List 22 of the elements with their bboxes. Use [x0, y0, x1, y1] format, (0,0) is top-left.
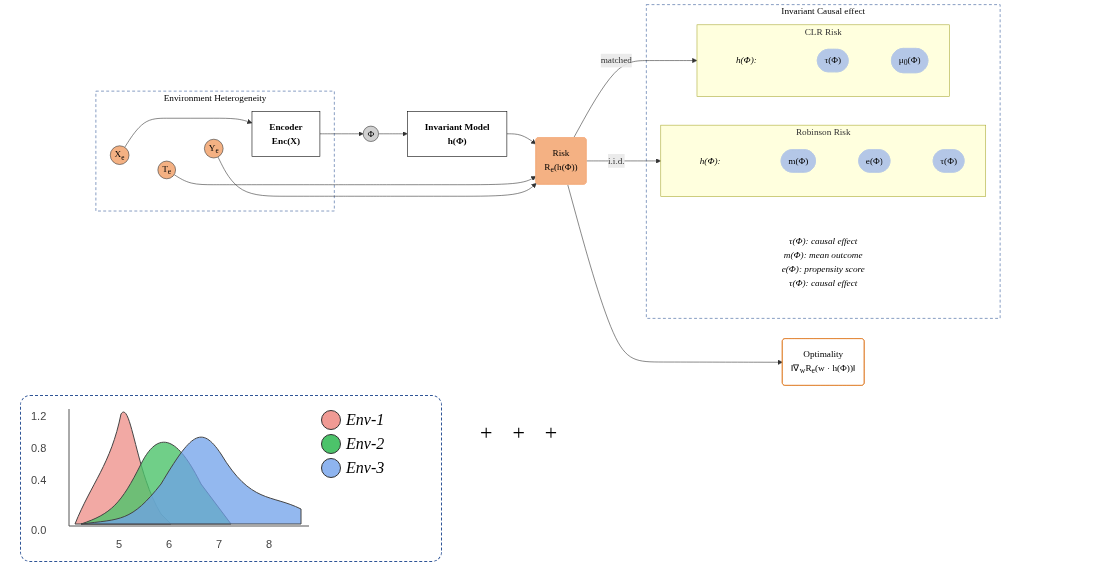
axis-tick-label: 7	[216, 538, 223, 550]
axis-tick-label: 0.4	[31, 474, 47, 486]
axis-tick-label: 1.2	[31, 410, 47, 422]
axis-tick-label: 6	[166, 538, 173, 550]
axis-tick-label: 0.8	[31, 442, 47, 454]
node-circle: X$_{e}$	[110, 145, 130, 165]
plus-sign: +	[480, 420, 493, 446]
edge-label: matched	[600, 55, 632, 66]
axis-tick-label: 5	[116, 538, 123, 550]
edge-label: i.i.d.	[607, 155, 625, 166]
node-box: Encoder Enc(X)	[251, 111, 321, 157]
plus-sign: +	[512, 420, 525, 446]
legend-label: Env-2	[346, 435, 385, 453]
node-box: Invariant Model h(Φ)	[407, 111, 508, 157]
node-circle: T$_{e}$	[157, 160, 176, 180]
node-circle: Φ	[362, 125, 379, 142]
node-circle: Y$_{e}$	[204, 138, 224, 159]
axis-tick-label: 0.0	[31, 524, 47, 536]
legend-label: Env-1	[346, 411, 385, 429]
plus-sign: +	[544, 420, 558, 446]
legend-label: Env-3	[346, 459, 385, 477]
axis-tick-label: 8	[266, 538, 273, 550]
